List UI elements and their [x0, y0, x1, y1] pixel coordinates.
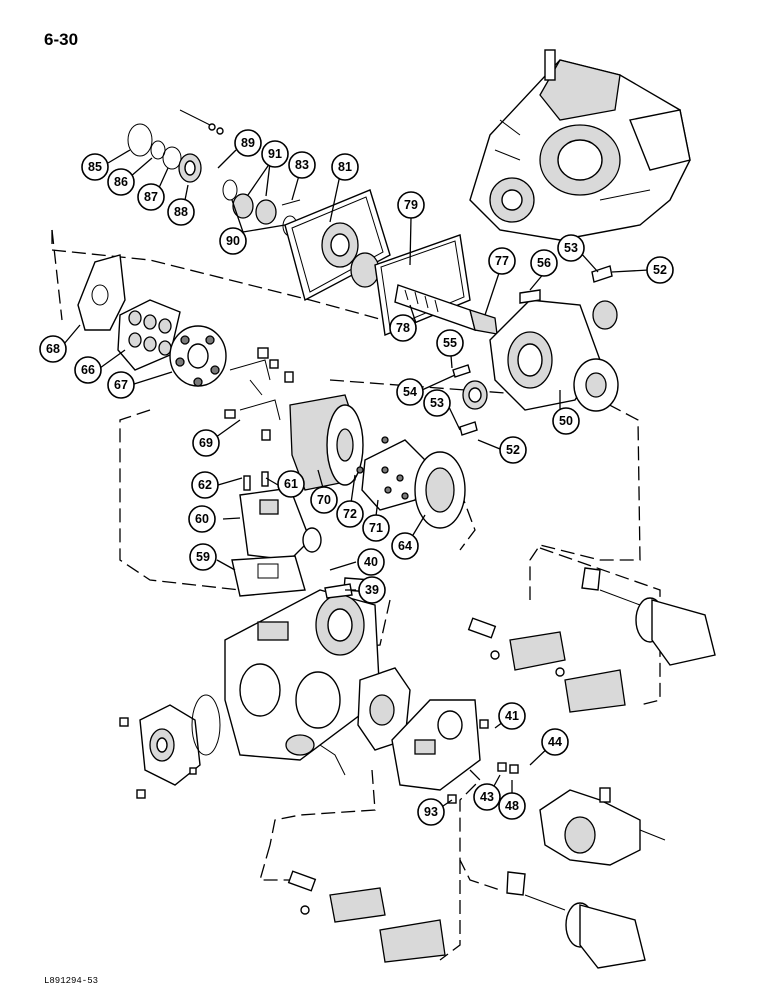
callout-62: 62: [191, 471, 219, 499]
callout-68-label: 68: [46, 342, 60, 356]
callout-69-label: 69: [199, 436, 213, 450]
callout-39-label: 39: [365, 583, 379, 597]
servo-assembly-upper: [467, 567, 716, 713]
callout-67: 67: [107, 371, 135, 399]
callout-60-label: 60: [195, 512, 209, 526]
callout-53-bottom: 53: [423, 389, 451, 417]
callout-88-label: 88: [174, 205, 188, 219]
callout-79: 79: [397, 191, 425, 219]
callout-41: 41: [498, 702, 526, 730]
callout-70-label: 70: [317, 493, 331, 507]
callout-77: 77: [488, 247, 516, 275]
callout-71: 71: [362, 514, 390, 542]
callout-68: 68: [39, 335, 67, 363]
callout-90: 90: [219, 227, 247, 255]
callout-50-label: 50: [559, 414, 573, 428]
callout-60: 60: [188, 505, 216, 533]
figure-code: L891294-53: [44, 976, 99, 986]
callout-66: 66: [74, 356, 102, 384]
callout-72: 72: [336, 500, 364, 528]
callout-41-label: 41: [505, 709, 519, 723]
callout-39: 39: [358, 576, 386, 604]
callout-62-label: 62: [198, 478, 212, 492]
seal-parts-top: [127, 109, 301, 237]
callout-61-label: 61: [284, 477, 298, 491]
callout-43: 43: [473, 783, 501, 811]
callout-87-label: 87: [144, 190, 158, 204]
callout-52-bottom-label: 52: [506, 443, 520, 457]
callout-85-label: 85: [88, 160, 102, 174]
callout-87: 87: [137, 183, 165, 211]
page-number: 6-30: [44, 30, 79, 49]
callout-81: 81: [331, 153, 359, 181]
callout-78: 78: [389, 314, 417, 342]
callout-70: 70: [310, 486, 338, 514]
leader-lines: [63, 149, 650, 811]
callout-53-top-label: 53: [564, 241, 578, 255]
drive-shaft: [394, 284, 498, 335]
callout-44-label: 44: [548, 735, 562, 749]
callout-54-label: 54: [403, 385, 417, 399]
callout-72-label: 72: [343, 507, 357, 521]
callout-43-label: 43: [480, 790, 494, 804]
callout-52-bottom: 52: [499, 436, 527, 464]
callout-48-label: 48: [505, 799, 519, 813]
callout-67-label: 67: [114, 378, 128, 392]
callout-91: 91: [261, 140, 289, 168]
callout-78-label: 78: [396, 321, 410, 335]
control-valve: [231, 471, 322, 597]
callout-93: 93: [417, 798, 445, 826]
callout-56: 56: [530, 249, 558, 277]
charge-pump-assembly: [539, 787, 666, 866]
callout-48: 48: [498, 792, 526, 820]
callout-56-label: 56: [537, 256, 551, 270]
callout-86-label: 86: [114, 175, 128, 189]
linkage-parts: [224, 347, 294, 441]
callout-69: 69: [192, 429, 220, 457]
left-end-cover: [119, 694, 221, 799]
callout-52-top-label: 52: [653, 263, 667, 277]
callout-89: 89: [234, 129, 262, 157]
callout-52-top: 52: [646, 256, 674, 284]
callout-44: 44: [541, 728, 569, 756]
callout-64: 64: [391, 532, 419, 560]
callout-54: 54: [396, 378, 424, 406]
servo-assembly-lower: [287, 870, 646, 969]
piston-group: [77, 254, 227, 387]
callout-40-label: 40: [364, 555, 378, 569]
main-housing: [224, 577, 381, 761]
callout-55: 55: [436, 329, 464, 357]
callout-59-label: 59: [196, 550, 210, 564]
callout-53-top: 53: [557, 234, 585, 262]
cover-plates: [284, 189, 471, 336]
callout-90-label: 90: [226, 234, 240, 248]
callout-61: 61: [277, 470, 305, 498]
callout-40: 40: [357, 548, 385, 576]
callout-89-label: 89: [241, 136, 255, 150]
callout-53-bottom-label: 53: [430, 396, 444, 410]
callout-91-label: 91: [268, 147, 282, 161]
callout-93-label: 93: [424, 805, 438, 819]
pump-assembly: [469, 49, 691, 241]
callout-83-label: 83: [295, 158, 309, 172]
callout-64-label: 64: [398, 539, 412, 553]
swashplate-housing: [452, 265, 619, 436]
callout-50: 50: [552, 407, 580, 435]
callout-66-label: 66: [81, 363, 95, 377]
callout-85: 85: [81, 153, 109, 181]
callout-55-label: 55: [443, 336, 457, 350]
callout-77-label: 77: [495, 254, 509, 268]
end-plate-group: [319, 667, 519, 804]
callout-79-label: 79: [404, 198, 418, 212]
callout-83: 83: [288, 151, 316, 179]
callout-86: 86: [107, 168, 135, 196]
callout-71-label: 71: [369, 521, 383, 535]
callout-81-label: 81: [338, 160, 352, 174]
callout-88: 88: [167, 198, 195, 226]
callout-59: 59: [189, 543, 217, 571]
cylinder-block: [289, 394, 466, 529]
